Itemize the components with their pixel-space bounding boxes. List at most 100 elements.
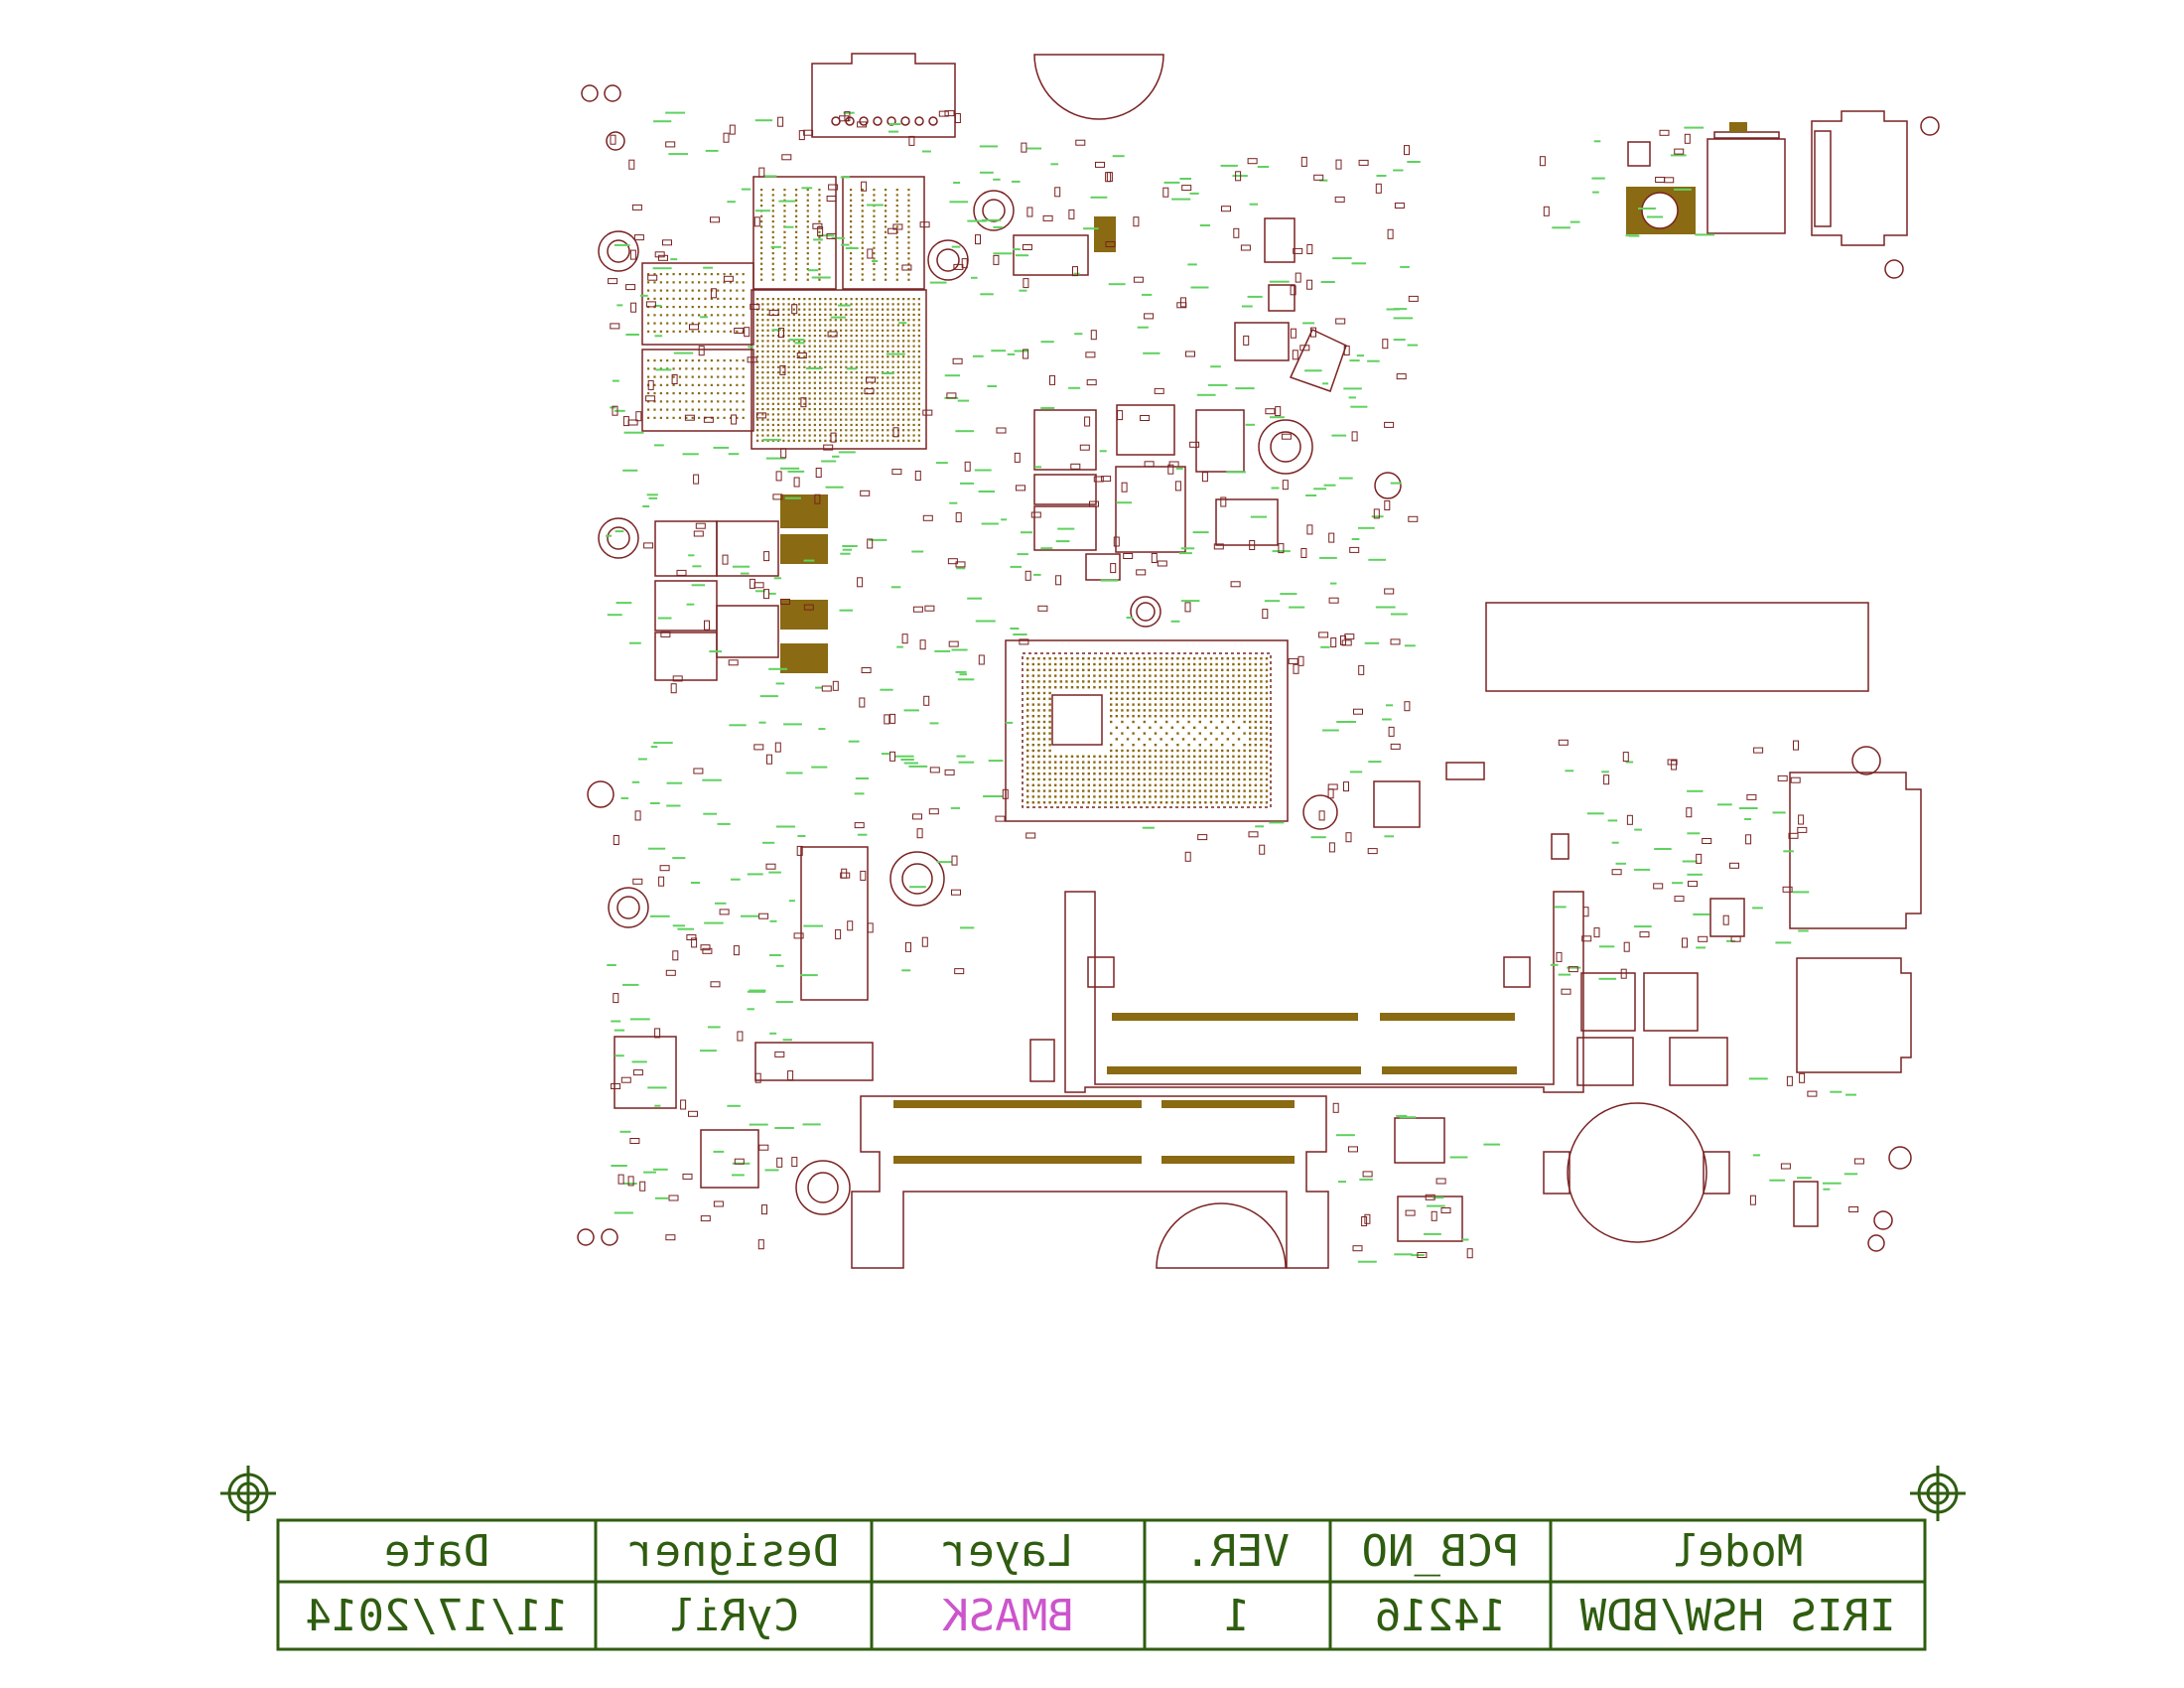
silkscreen-mark <box>1393 339 1406 342</box>
bga-pad <box>876 335 879 338</box>
silkscreen-mark <box>857 833 868 836</box>
cpu-pad <box>1209 715 1213 718</box>
cpu-pad <box>1059 801 1062 804</box>
cpu-pad <box>1031 686 1034 689</box>
cpu-pad <box>1132 674 1135 677</box>
cpu-pad <box>1215 680 1218 683</box>
bga-pad <box>819 350 822 353</box>
bga-pad <box>887 376 889 379</box>
passive-component <box>889 713 896 724</box>
bga-pad <box>783 262 786 265</box>
bga-pad <box>803 434 806 437</box>
passive-component <box>800 397 807 408</box>
bga-pad <box>907 189 910 192</box>
cpu-pad <box>1260 680 1263 683</box>
bga-pad <box>803 402 806 405</box>
bga-pad <box>813 423 816 427</box>
cpu-pad <box>1181 749 1185 753</box>
cpu-pad <box>1176 783 1179 786</box>
cpu-pad <box>1059 761 1062 764</box>
bga-pad <box>792 355 795 358</box>
passive-component <box>622 416 629 427</box>
silkscreen-mark <box>958 761 975 764</box>
bga-pad <box>907 376 910 379</box>
bga-pad <box>871 365 874 368</box>
bga-pad <box>672 359 675 362</box>
bga-pad <box>824 303 827 306</box>
bga-pad <box>912 376 915 379</box>
cpu-pad <box>1232 715 1235 718</box>
cpu-pad <box>1093 686 1096 689</box>
silkscreen-mark <box>979 145 999 148</box>
silkscreen-mark <box>1567 966 1581 969</box>
bga-pad <box>876 386 879 390</box>
silkscreen-mark <box>765 457 786 460</box>
passive-component <box>1556 951 1563 962</box>
bga-pad <box>685 322 688 325</box>
bga-pad <box>819 298 822 301</box>
bga-pad <box>866 350 869 353</box>
silkscreen-mark <box>955 430 975 433</box>
passive-component <box>1682 937 1688 948</box>
passive-component <box>1167 464 1174 475</box>
bga-pad <box>896 423 899 427</box>
cpu-pad <box>1149 662 1152 666</box>
cpu-pad <box>1031 732 1034 735</box>
cpu-pad <box>1237 686 1241 689</box>
bga-pad <box>824 402 827 405</box>
passive-component <box>780 448 787 459</box>
silkscreen-mark <box>625 334 639 336</box>
cpu-pad <box>1076 767 1079 770</box>
bga-pad <box>818 236 821 239</box>
silkscreen-mark <box>787 470 805 473</box>
cpu-pad <box>1076 686 1079 689</box>
cpu-pad <box>1065 761 1068 764</box>
cpu-pad <box>1198 668 1201 671</box>
passive-component <box>1037 605 1048 612</box>
silkscreen-mark <box>762 438 781 441</box>
cpu-pad <box>1226 662 1229 666</box>
cpu-pad <box>1154 680 1158 683</box>
bga-pad <box>902 313 905 317</box>
cpu-pad <box>1121 680 1124 683</box>
bga-pad <box>866 365 869 368</box>
passive-component <box>1189 441 1200 448</box>
cpu-pad <box>1237 755 1241 758</box>
bga-pad <box>861 324 864 327</box>
silkscreen-mark <box>1339 477 1353 480</box>
bga-pad <box>907 220 910 223</box>
bga-pad <box>704 330 707 333</box>
cpu-pad <box>1070 668 1074 671</box>
cpu-pad <box>1232 789 1235 792</box>
silkscreen-mark <box>776 964 784 967</box>
cpu-pad <box>1221 680 1224 683</box>
bga-pad <box>834 313 837 317</box>
cpu-pad <box>1042 726 1046 729</box>
cpu-pad <box>1232 749 1235 753</box>
cpu-pad <box>1126 767 1130 770</box>
bga-pad <box>907 230 910 233</box>
cpu-pad <box>1160 691 1162 695</box>
cpu-pad <box>1193 703 1196 706</box>
cpu-pad <box>1037 662 1040 666</box>
bga-pad <box>912 392 915 395</box>
bga-pad <box>876 298 879 301</box>
cpu-pad <box>1149 777 1152 781</box>
bga-pad <box>866 413 869 416</box>
bga-pad <box>792 319 795 322</box>
bga-pad <box>813 335 816 338</box>
passive-component <box>763 551 770 562</box>
bga-pad <box>871 313 874 317</box>
bga-pad <box>818 189 821 192</box>
bga-pad <box>850 408 853 411</box>
cpu-pad <box>1260 738 1263 741</box>
bga-pad <box>917 329 920 332</box>
bga-pad <box>761 386 764 390</box>
bga-pad <box>666 367 669 370</box>
bga-pad <box>813 413 816 416</box>
bga-pad <box>782 392 785 395</box>
bga-pad <box>685 400 688 403</box>
bga-pad <box>729 273 733 276</box>
bga-pad <box>861 189 864 192</box>
top-lan-connector <box>811 53 956 138</box>
